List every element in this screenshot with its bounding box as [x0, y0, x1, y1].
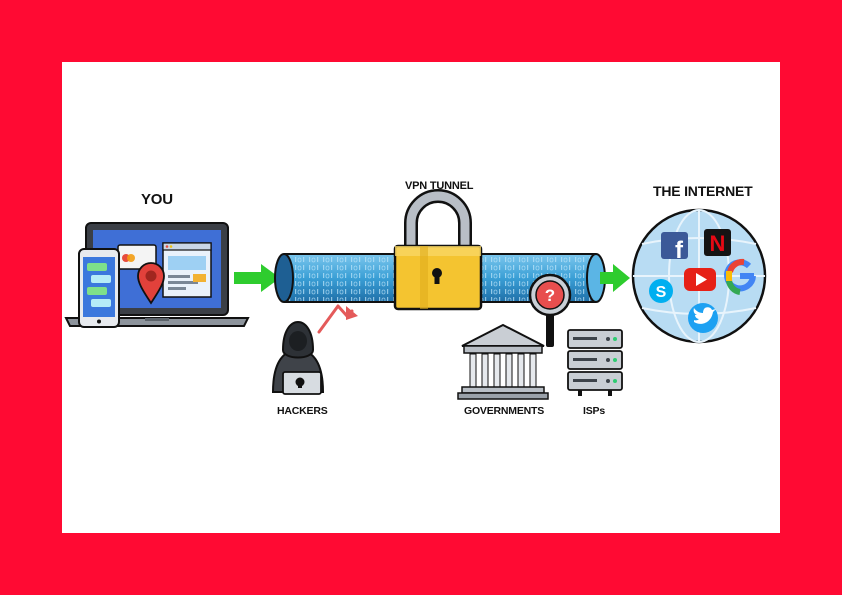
skype-icon: S	[649, 279, 673, 303]
smartphone-icon	[78, 248, 120, 328]
netflix-icon: N	[704, 229, 731, 256]
attack-arrow-icon	[317, 304, 358, 334]
google-icon	[724, 258, 756, 295]
server-rack-icon	[567, 329, 623, 396]
governments-label: GOVERNMENTS	[464, 405, 545, 417]
isps-label: ISPs	[583, 405, 605, 417]
vpn-tunnel-label: VPN TUNNEL	[405, 180, 474, 192]
hackers-label: HACKERS	[277, 405, 328, 417]
facebook-icon: f	[661, 232, 688, 264]
padlock-icon	[393, 189, 483, 311]
map-pin-icon	[137, 262, 165, 305]
hacker-icon	[271, 320, 325, 395]
arrow-right-icon	[234, 264, 280, 292]
svg-text:f: f	[675, 237, 684, 264]
government-building-icon	[457, 323, 549, 400]
svg-text:S: S	[656, 284, 667, 301]
magnifier-question-icon: ?	[528, 273, 572, 347]
internet-label: THE INTERNET	[653, 183, 753, 199]
svg-text:N: N	[710, 231, 726, 256]
youtube-icon	[684, 268, 716, 291]
svg-text:?: ?	[545, 286, 555, 305]
you-label: YOU	[141, 191, 173, 208]
twitter-icon	[688, 303, 718, 333]
arrow-right-icon	[600, 264, 630, 292]
